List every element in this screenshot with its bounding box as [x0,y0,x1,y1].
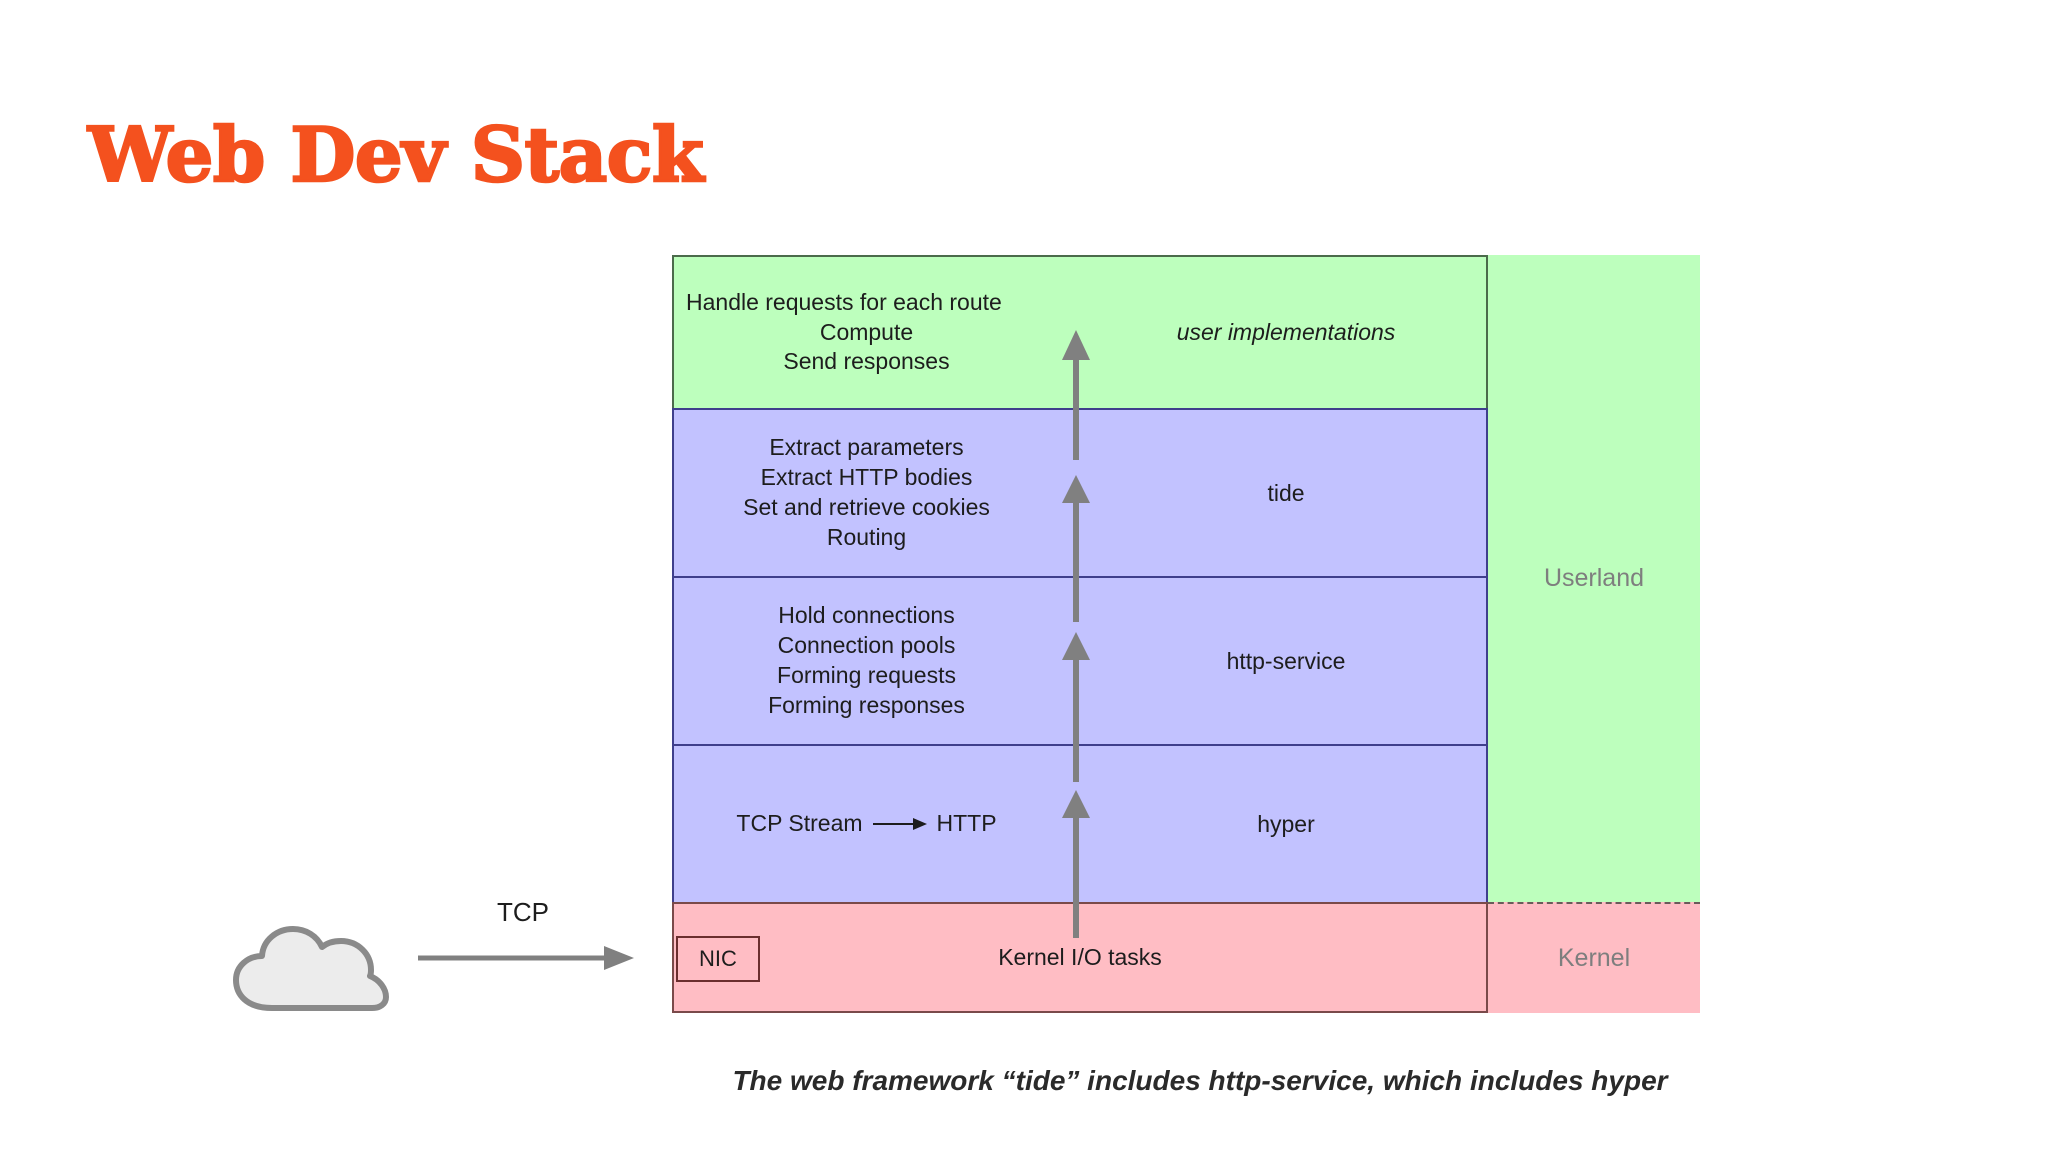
layer-name-tide: tide [1267,479,1305,506]
side-label-userland: Userland [1488,255,1700,902]
layer-left-text-tide: Extract parameters Extract HTTP bodies S… [674,410,1059,576]
layer-line: Hold connections [778,602,955,629]
page-title: Web Dev Stack [87,111,705,199]
diagram-caption: The web framework “tide” includes http-s… [732,1065,1668,1096]
layer-name-hyper: hyper [1257,810,1315,837]
layer-line: Compute [819,318,914,345]
layer-name-user-implementations: user implementations [1176,319,1396,345]
side-label-kernel: Kernel [1488,902,1700,1013]
nic-box[interactable]: NIC [676,936,760,982]
tcp-arrow-icon [418,946,634,970]
cloud-icon [233,926,389,1011]
tcp-stream-label: TCP Stream [736,810,863,837]
side-column: Userland Kernel [1488,255,1700,1013]
layer-left-text-user-implementations: Handle requests for each route Compute S… [674,257,1059,408]
layer-line: Forming responses [768,691,965,718]
internet-cloud [230,920,390,1015]
stack-layer-hyper[interactable]: TCP Stream HTTP hyper [672,744,1488,904]
stack-layer-tide[interactable]: Extract parameters Extract HTTP bodies S… [672,408,1488,578]
stack-container: Handle requests for each route Compute S… [672,255,1488,1013]
layer-line: Extract HTTP bodies [760,464,973,491]
layer-line: Routing [826,523,907,550]
layer-name-http-service: http-service [1226,647,1346,674]
layer-line: Set and retrieve cookies [743,494,990,520]
stack-layer-user-implementations[interactable]: Handle requests for each route Compute S… [672,255,1488,410]
layer-line: Extract parameters [769,434,964,461]
stack-layer-kernel-io[interactable]: Kernel I/O tasks NIC [672,902,1488,1013]
layer-left-text-hyper: TCP Stream HTTP [674,746,1059,902]
right-arrow-icon [872,817,927,830]
tcp-stream-to-http-row: TCP Stream HTTP [736,809,996,839]
layer-line: Handle requests for each route [686,288,1002,315]
tcp-arrow-label: TCP [497,897,549,927]
stack-layer-http-service[interactable]: Hold connections Connection pools Formin… [672,576,1488,746]
layer-line: Send responses [783,348,950,375]
http-label: HTTP [936,810,997,837]
layer-left-text-http-service: Hold connections Connection pools Formin… [674,578,1059,744]
layer-name-kernel-io: Kernel I/O tasks [998,944,1162,970]
layer-line: Forming requests [777,662,956,688]
layer-line: Connection pools [777,632,956,659]
